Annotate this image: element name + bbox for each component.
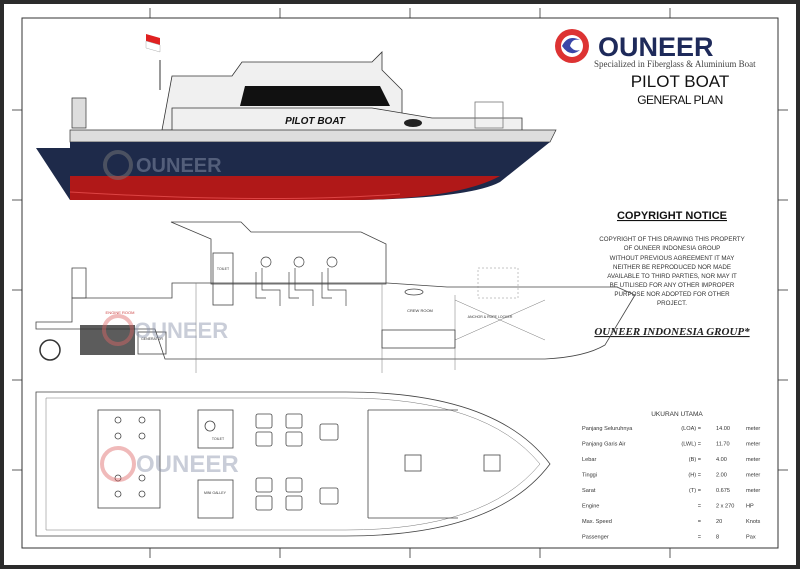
spec-code: (T) = [689, 488, 701, 494]
spec-code: (LWL) = [681, 442, 701, 448]
spec-label: Max. Speed [582, 519, 612, 525]
copyright-line: BE UTILISED FOR ANY OTHER IMPROPER [610, 282, 735, 289]
profile-watermark: OUNEER [134, 318, 228, 343]
passenger-seats [255, 413, 339, 511]
toilet-label: TOILET [217, 267, 230, 271]
copyright-line: OF OUNEER INDONESIA GROUP [624, 245, 721, 252]
drawing-sheet: OUNEER Specialized in Fiberglass & Alumi… [4, 4, 796, 565]
brand-name: OUNEER [598, 32, 714, 62]
seated-passengers [255, 256, 347, 306]
spec-unit: meter [746, 442, 760, 448]
engine-room-label: ENGINE ROOM [106, 310, 135, 315]
plan-watermark: OUNEER [136, 451, 239, 478]
spec-unit: meter [746, 426, 760, 432]
company-name: OUNEER INDONESIA GROUP* [594, 326, 750, 338]
copyright-text: COPYRIGHT OF THIS DRAWING THIS PROPERTY … [599, 236, 744, 307]
spec-row: Passenger = 8 Pax [582, 535, 756, 541]
spec-label: Passenger [582, 535, 609, 541]
specs-heading: UKURAN UTAMA [651, 411, 703, 418]
drawing-subtitle: GENERAL PLAN [637, 93, 723, 107]
copyright-line: WITHOUT PREVIOUS AGREEMENT IT MAY [610, 255, 735, 262]
spec-row: Max. Speed = 20 Knots [582, 519, 761, 525]
spec-code: = [698, 519, 701, 525]
spec-unit: meter [746, 488, 760, 494]
spec-value: 2 x 270 [716, 504, 734, 510]
mini-galley-label: MINI GALLEY [204, 491, 227, 495]
plan-toilet-label: TOILET [212, 437, 225, 441]
spec-value: 0.675 [716, 488, 730, 494]
brand-tagline: Specialized in Fiberglass & Aluminium Bo… [594, 59, 756, 69]
drawing-border [21, 17, 779, 549]
copyright-line: PURPOSE NOR ADOPTED FOR OTHER [614, 291, 730, 298]
spec-row: Panjang Seluruhnya (LOA) = 14.00 meter [582, 426, 760, 432]
spec-label: Panjang Garis Air [582, 442, 626, 448]
spec-label: Lebar [582, 457, 596, 463]
boat-profile-view: PILOT BOAT OUNEER [36, 34, 557, 200]
ouneer-logo [555, 29, 589, 63]
copyright-line: AVAILABLE TO THIRD PARTIES, NOR MAY IT [607, 273, 737, 280]
copyright-line: NEITHER BE REPRODUCED NOR MADE [613, 264, 731, 271]
anchor-locker-label: ANCHOR & ROPE LOCKER [468, 315, 513, 319]
engine-block [80, 325, 135, 355]
general-plan-drawing: OUNEER Specialized in Fiberglass & Alumi… [12, 8, 788, 558]
boat-deck-plan: TOILET MINI GALLEY OUNEER [35, 391, 551, 537]
spec-row: Panjang Garis Air (LWL) = 11.70 meter [582, 442, 760, 448]
spec-row: Lebar (B) = 4.00 meter [582, 457, 760, 463]
boat-inboard-profile: TOILET CREW ROOM ANCHOR & ROPE LOCKER EN… [35, 221, 636, 373]
spec-row: Sarat (T) = 0.675 meter [582, 488, 760, 494]
spec-value: 20 [716, 519, 722, 525]
hull-label: PILOT BOAT [285, 116, 346, 127]
spec-code: (LOA) = [681, 426, 701, 432]
spec-label: Tinggi [582, 473, 597, 479]
spec-label: Engine [582, 504, 599, 510]
spec-row: Tinggi (H) = 2.00 meter [582, 473, 760, 479]
copyright-heading: COPYRIGHT NOTICE [617, 210, 727, 222]
generator-label: GENERATOR [141, 337, 163, 341]
main-dimensions-table: UKURAN UTAMA [651, 411, 703, 418]
spec-code: (B) = [689, 457, 701, 463]
spec-row: Engine = 2 x 270 HP [582, 504, 754, 510]
spec-value: 11.70 [716, 442, 730, 448]
border-ticks [12, 8, 788, 558]
drawing-title: PILOT BOAT [631, 72, 730, 91]
flag-icon [146, 34, 160, 45]
spec-unit: HP [746, 504, 754, 510]
spec-label: Panjang Seluruhnya [582, 426, 633, 432]
spec-value: 8 [716, 535, 719, 541]
copyright-line: COPYRIGHT OF THIS DRAWING THIS PROPERTY [599, 236, 744, 243]
spec-unit: meter [746, 457, 760, 463]
hull-watermark: OUNEER [136, 155, 222, 177]
spec-label: Sarat [582, 488, 596, 494]
spec-unit: meter [746, 473, 760, 479]
spec-value: 14.00 [716, 426, 730, 432]
spec-unit: Pax [746, 535, 756, 541]
copyright-line: PROJECT. [657, 300, 687, 307]
spec-unit: Knots [746, 519, 761, 525]
spec-value: 4.00 [716, 457, 727, 463]
spec-code: = [698, 535, 701, 541]
spec-value: 2.00 [716, 473, 727, 479]
crew-room-label: CREW ROOM [407, 308, 433, 313]
spec-code: (H) = [688, 473, 701, 479]
spec-code: = [698, 504, 701, 510]
